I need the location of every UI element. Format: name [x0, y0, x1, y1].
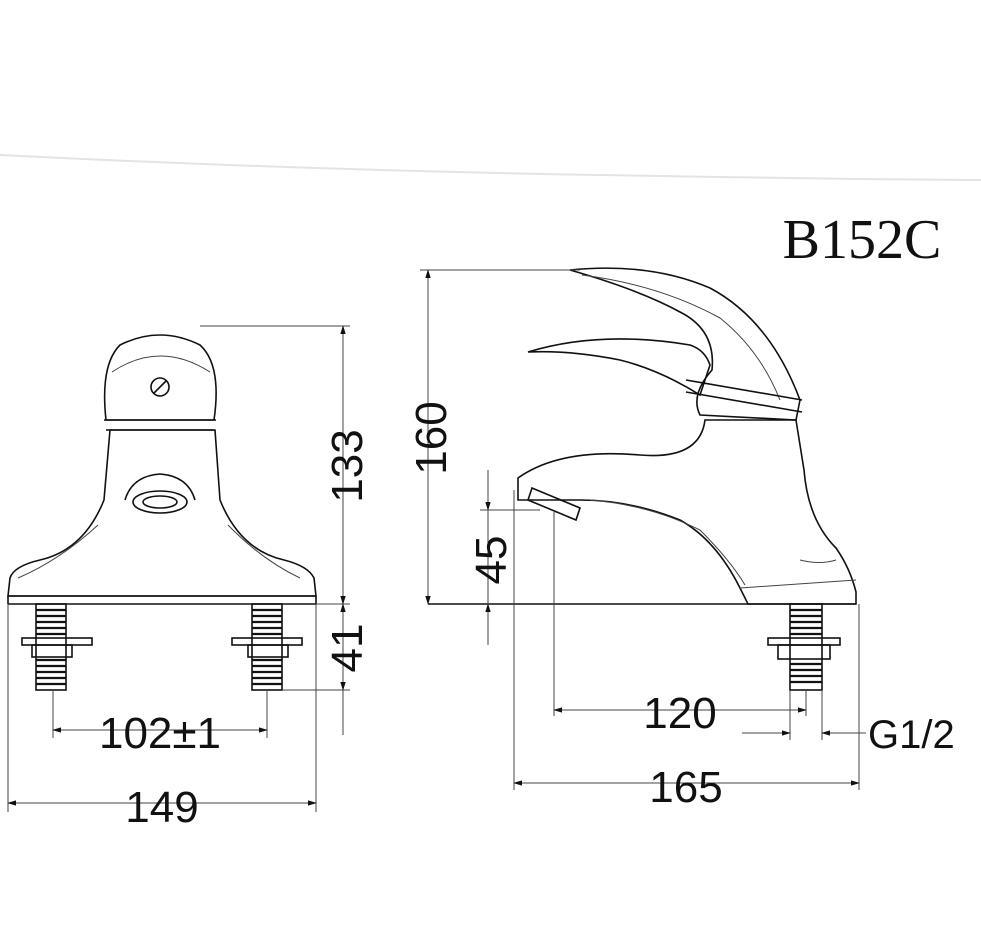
- dim-label-45: 45: [467, 536, 516, 585]
- front-aerator: [132, 490, 188, 514]
- dim-label-41: 41: [323, 624, 372, 673]
- front-view: 133 41 102±1 149: [7, 325, 372, 832]
- dim-label-165: 165: [649, 763, 722, 812]
- right-thread-stud: [231, 603, 303, 691]
- side-view: 160 45 120 G1/2 165: [407, 267, 955, 812]
- side-thread-stud: [767, 603, 841, 691]
- side-lever: [569, 267, 801, 421]
- dim-label-149: 149: [125, 783, 198, 832]
- model-title: B152C: [783, 209, 942, 271]
- dim-label-102: 102±1: [99, 709, 221, 758]
- front-handle-cap: [103, 334, 217, 421]
- front-base-body: [7, 429, 317, 597]
- side-faucet-body: [517, 419, 857, 605]
- dim-label-120: 120: [643, 689, 716, 738]
- scan-artifact-line: [0, 154, 981, 181]
- side-lever-tip: [527, 338, 711, 397]
- dim-label-133: 133: [323, 429, 372, 502]
- dim-label-g12: G1/2: [868, 713, 955, 757]
- handle-screw-icon: [150, 377, 170, 397]
- left-thread-stud: [21, 603, 93, 691]
- side-aerator: [527, 486, 581, 522]
- dim-label-160: 160: [407, 401, 456, 474]
